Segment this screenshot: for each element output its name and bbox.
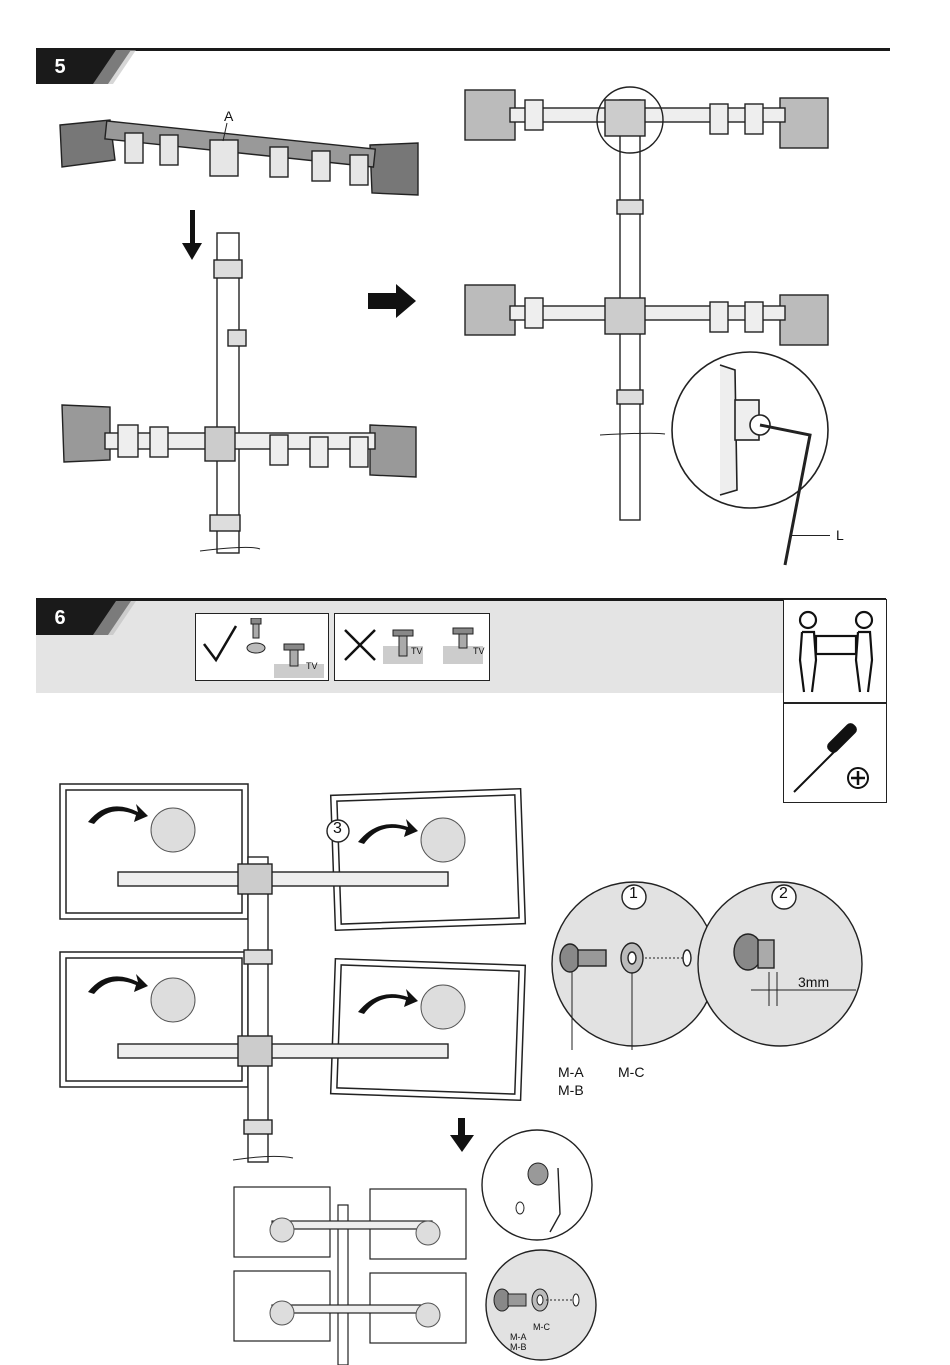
two-person-lift-icon	[794, 608, 878, 696]
tv-badge: TV	[306, 661, 318, 671]
gap-3mm-label: 3mm	[798, 974, 829, 990]
correct-screw-box: TV	[195, 613, 329, 681]
arrow-down-icon	[182, 210, 202, 260]
label-ma: M-A	[558, 1064, 584, 1080]
final-assembly-illustration	[232, 1185, 492, 1365]
overdriven-screw-icon	[383, 624, 423, 664]
label-mb: M-B	[558, 1082, 584, 1098]
label-mc: M-C	[618, 1064, 644, 1080]
step5-header-rule	[36, 48, 890, 51]
callout-2: 2	[779, 885, 788, 903]
loose-screw-icon	[443, 624, 483, 664]
step5-left-illustration	[50, 105, 430, 565]
step5-right-illustration	[455, 80, 875, 580]
mounted-screw-icon	[274, 634, 324, 678]
four-monitor-illustration	[58, 782, 528, 1167]
phillips-screwdriver-icon	[790, 710, 882, 798]
label-l-leader	[790, 535, 830, 536]
callout-3: 3	[333, 820, 342, 838]
screwdriver-box	[783, 703, 887, 803]
detail-circle-2	[696, 880, 866, 1050]
incorrect-screw-box: TV TV	[334, 613, 490, 681]
detail-circle-1	[550, 880, 720, 1050]
arrow-right-icon	[368, 284, 418, 318]
small-label-ma: M-A	[510, 1332, 527, 1342]
tv-badge: TV	[411, 646, 423, 656]
label-l: L	[836, 527, 844, 543]
tv-badge: TV	[473, 646, 485, 656]
small-label-mc: M-C	[533, 1322, 550, 1332]
step6-header-rule	[36, 598, 886, 601]
small-label-mb: M-B	[510, 1342, 527, 1352]
arrow-down-icon	[450, 1118, 474, 1154]
check-icon	[202, 624, 238, 664]
screw-washer-icon	[244, 618, 268, 658]
label-a: A	[224, 108, 233, 124]
small-detail-circle-1	[480, 1128, 595, 1243]
step5-number: 5	[42, 52, 78, 82]
arm-assembly-a	[60, 120, 418, 195]
cross-icon	[343, 628, 377, 662]
step6-number: 6	[42, 603, 78, 633]
callout-1: 1	[629, 885, 638, 903]
small-detail-circle-2	[484, 1248, 599, 1363]
two-person-box	[783, 599, 887, 703]
